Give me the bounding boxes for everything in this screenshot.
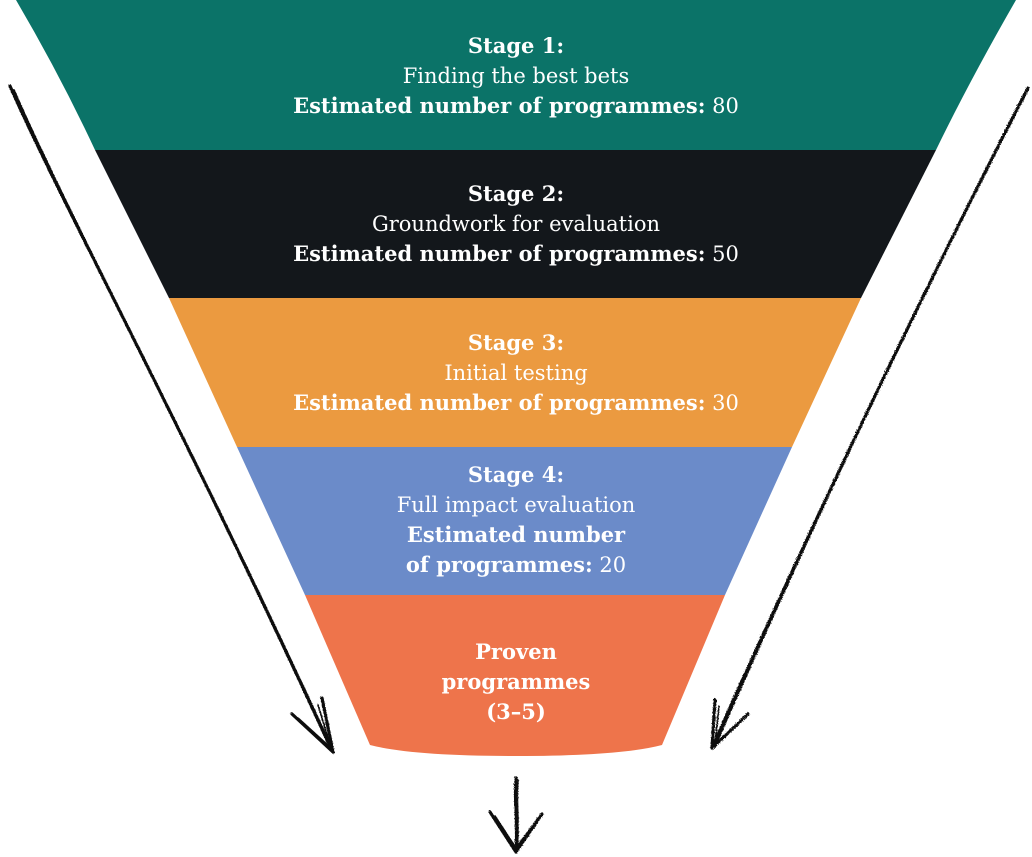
stage-1-segment bbox=[16, 0, 1016, 150]
stage-3-estimate-value: 30 bbox=[712, 391, 739, 415]
stage-3-text: Stage 3: Initial testing Estimated numbe… bbox=[216, 328, 816, 418]
stage-2-description: Groundwork for evaluation bbox=[371, 212, 661, 236]
stage-4-estimate: of programmes: 20 bbox=[216, 550, 816, 580]
stage-3-title: Stage 3: bbox=[467, 330, 565, 355]
sketch-arrow-left-icon bbox=[8, 84, 335, 754]
stage-4-text: Stage 4: Full impact evaluation Estimate… bbox=[216, 460, 816, 580]
stage-2-text: Stage 2: Groundwork for evaluation Estim… bbox=[216, 179, 816, 269]
stage-3-description: Initial testing bbox=[444, 361, 588, 385]
stage-1-text: Stage 1: Finding the best bets Estimated… bbox=[216, 31, 816, 121]
stage-3-segment bbox=[169, 298, 861, 447]
sketch-arrow-right-icon bbox=[710, 86, 1030, 750]
stage-2-title: Stage 2: bbox=[467, 181, 565, 206]
proven-line-2: programmes bbox=[441, 669, 591, 694]
sketch-arrow-down-icon bbox=[488, 776, 544, 854]
proven-line-3: (3–5) bbox=[486, 699, 546, 724]
stage-1-estimate-label: Estimated number of programmes: bbox=[293, 93, 706, 118]
stage-1-estimate: Estimated number of programmes: 80 bbox=[216, 91, 816, 121]
stage-4-estimate-label-line1: Estimated number bbox=[406, 522, 626, 547]
stage-4-description: Full impact evaluation bbox=[396, 493, 636, 517]
stage-2-estimate-value: 50 bbox=[712, 242, 739, 266]
stage-2-estimate-label: Estimated number of programmes: bbox=[293, 241, 706, 266]
proven-line-1: Proven bbox=[475, 639, 557, 664]
stage-3-estimate-label: Estimated number of programmes: bbox=[293, 390, 706, 415]
stage-2-segment bbox=[95, 150, 936, 298]
stage-4-estimate-label-line2: of programmes: bbox=[405, 552, 593, 577]
stage-1-description: Finding the best bets bbox=[402, 64, 630, 88]
stage-4-title: Stage 4: bbox=[467, 462, 565, 487]
stage-1-title: Stage 1: bbox=[467, 33, 565, 58]
stage-1-estimate-value: 80 bbox=[712, 94, 739, 118]
proven-programmes-text: Proven programmes (3–5) bbox=[216, 637, 816, 727]
stage-3-estimate: Estimated number of programmes: 30 bbox=[216, 388, 816, 418]
stage-4-estimate-value: 20 bbox=[599, 553, 627, 577]
stage-4-segment bbox=[237, 447, 792, 595]
stage-2-estimate: Estimated number of programmes: 50 bbox=[216, 239, 816, 269]
proven-programmes-segment bbox=[305, 595, 725, 756]
